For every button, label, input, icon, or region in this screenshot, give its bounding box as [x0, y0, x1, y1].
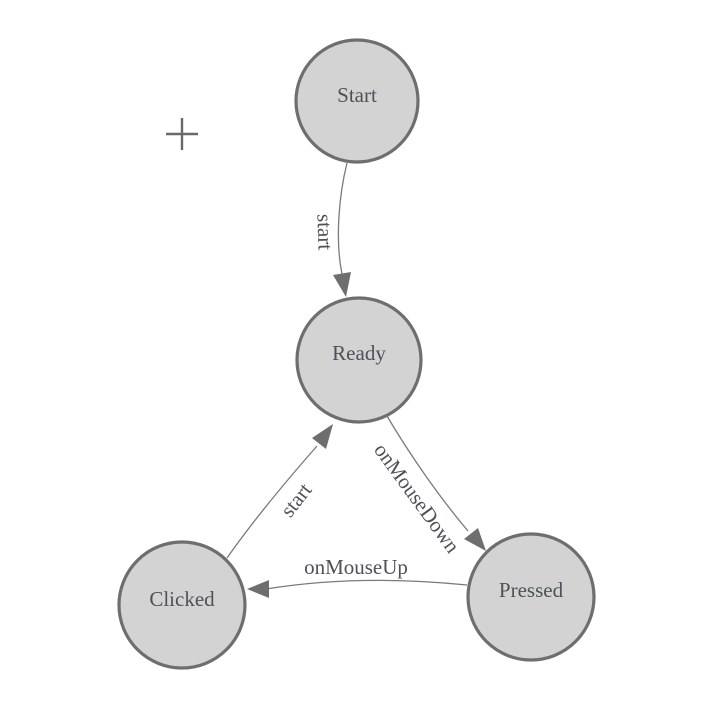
- node-ready-label: Ready: [332, 341, 386, 365]
- edge-clicked-to-ready-line: [226, 445, 318, 559]
- node-clicked-label: Clicked: [149, 587, 215, 611]
- edge-label-onmousedown: onMouseDown: [369, 439, 465, 558]
- edge-start-to-ready-line: [337, 162, 348, 275]
- edge-clicked-to-ready: start: [226, 424, 333, 559]
- arrowhead-clicked-to-ready: [312, 424, 333, 449]
- edge-label-start-1: start: [312, 214, 337, 251]
- node-pressed: Pressed: [466, 532, 596, 662]
- node-start-label: Start: [337, 83, 377, 107]
- edge-ready-to-pressed-line: [386, 415, 469, 532]
- node-ready-circle[interactable]: [295, 296, 423, 424]
- node-pressed-circle[interactable]: [466, 532, 596, 662]
- node-ready: Ready: [295, 296, 423, 424]
- node-start: Start: [294, 38, 420, 164]
- node-clicked: Clicked: [117, 540, 247, 670]
- edge-ready-to-pressed: onMouseDown: [369, 415, 486, 558]
- node-clicked-circle[interactable]: [117, 540, 247, 670]
- arrowhead-pressed-to-clicked: [247, 580, 269, 598]
- node-start-circle[interactable]: [294, 38, 420, 164]
- edge-pressed-to-clicked: onMouseUp: [247, 555, 468, 598]
- arrowhead-ready-to-pressed: [464, 528, 486, 551]
- arrowhead-start-to-ready: [333, 272, 351, 297]
- edge-pressed-to-clicked-line: [265, 579, 468, 590]
- edge-start-to-ready: start: [312, 162, 351, 297]
- node-pressed-label: Pressed: [499, 578, 564, 602]
- crosshair-icon: [166, 118, 198, 150]
- edge-label-onmouseup: onMouseUp: [304, 555, 408, 579]
- edge-label-start-2: start: [275, 478, 316, 521]
